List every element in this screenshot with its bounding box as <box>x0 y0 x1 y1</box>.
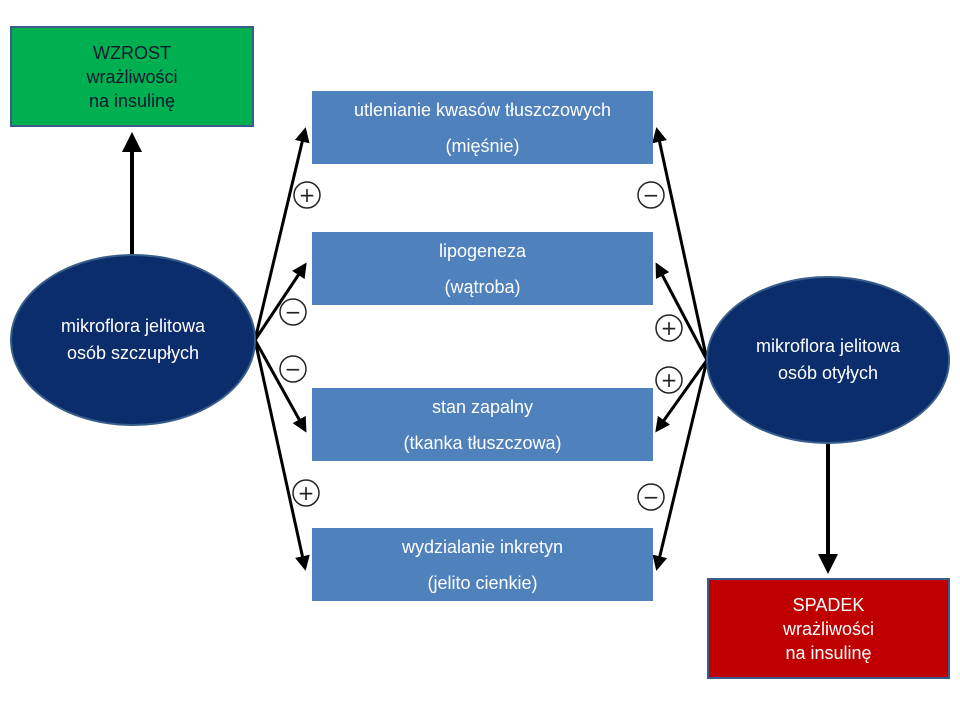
arrow-obese-to-lipogenesis <box>655 262 709 361</box>
increase-label: WZROST <box>93 42 171 63</box>
process-box-lipogenesis: lipogeneza (wątroba) <box>312 232 653 305</box>
arrow-obese-to-inflammation <box>655 359 709 433</box>
decrease-line-3: na insulinę <box>785 642 872 663</box>
lean-microbiota-ellipse: mikroflora jelitowa osób szczupłych <box>10 254 256 426</box>
process-name: stan zapalny <box>431 396 534 417</box>
effect-sign-obese-lipogenesis: + <box>655 314 683 342</box>
process-box-incretin-secretion: wydzialanie inkretyn (jelito cienkie) <box>312 528 653 601</box>
process-tissue: (jelito cienkie) <box>427 572 538 593</box>
lean-microbiota-line-1: mikroflora jelitowa <box>60 316 206 336</box>
obese-microbiota-line-2: osób otyłych <box>777 363 879 383</box>
process-name: utlenianie kwasów tłuszczowych <box>353 99 612 120</box>
obese-microbiota-line-1: mikroflora jelitowa <box>755 336 901 356</box>
decrease-label: SPADEK <box>792 594 865 615</box>
process-tissue: (tkanka tłuszczowa) <box>403 432 562 453</box>
effect-sign-obese-inflammation: + <box>655 366 683 394</box>
svg-text:+: + <box>298 481 315 505</box>
decrease-sensitivity-box: SPADEK wrażliwości na insulinę <box>707 578 950 679</box>
effect-sign-lean-incretin: + <box>292 479 320 507</box>
svg-text:−: − <box>643 485 660 509</box>
effect-sign-lean-inflammation: − <box>279 355 307 383</box>
increase-sensitivity-box: WZROST wrażliwości na insulinę <box>10 26 254 127</box>
svg-text:−: − <box>285 357 302 381</box>
arrow-lean-to-incretin <box>253 339 310 571</box>
svg-text:+: + <box>661 316 678 340</box>
effect-sign-obese-oxidation: − <box>637 181 665 209</box>
process-box-inflammation: stan zapalny (tkanka tłuszczowa) <box>312 388 653 461</box>
arrow-lean-to-lipogenesis <box>253 262 307 341</box>
effect-sign-obese-incretin: − <box>637 483 665 511</box>
lean-microbiota-line-2: osób szczupłych <box>66 343 200 363</box>
increase-line-3: na insulinę <box>88 90 176 111</box>
arrow-obese-to-oxidation <box>652 127 709 361</box>
process-name: wydzialanie inkretyn <box>401 536 564 557</box>
process-name: lipogeneza <box>438 240 527 261</box>
increase-line-2: wrażliwości <box>86 66 178 87</box>
process-box-fatty-acid-oxidation: utlenianie kwasów tłuszczowych (mięśnie) <box>312 91 653 164</box>
arrow-lean-to-oxidation <box>253 127 310 341</box>
arrow-lean-to-inflammation <box>253 339 307 433</box>
svg-text:−: − <box>643 183 660 207</box>
arrow-obese-to-incretin <box>652 359 709 571</box>
svg-text:+: + <box>661 368 678 392</box>
decrease-line-2: wrażliwości <box>782 618 874 639</box>
effect-sign-lean-lipogenesis: − <box>279 298 307 326</box>
process-tissue: (mięśnie) <box>445 135 520 156</box>
svg-text:+: + <box>299 183 316 207</box>
obese-microbiota-ellipse: mikroflora jelitowa osób otyłych <box>706 276 950 444</box>
process-tissue: (wątroba) <box>444 276 521 297</box>
effect-sign-lean-oxidation: + <box>293 181 321 209</box>
svg-text:−: − <box>285 300 302 324</box>
